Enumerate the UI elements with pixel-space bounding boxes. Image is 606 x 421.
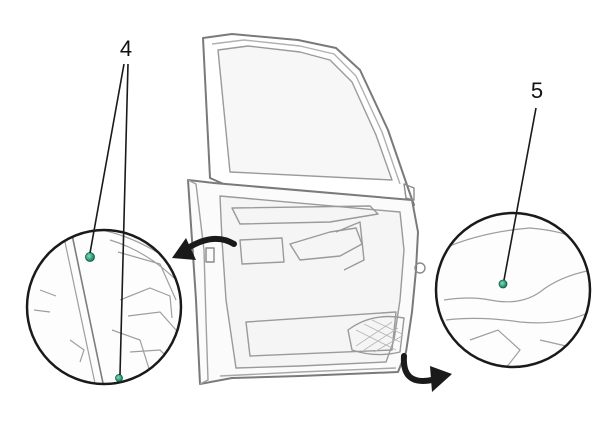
- clip-marker-upper: [85, 252, 95, 262]
- clip-marker-lower: [115, 374, 123, 382]
- detail-circle-right: [434, 211, 592, 369]
- armrest: [231, 205, 379, 225]
- lower-seal: [219, 367, 397, 377]
- lock-striker: [414, 262, 426, 274]
- window-switch-panel: [239, 237, 285, 265]
- door-edge: [187, 179, 209, 385]
- clip-marker-right: [498, 279, 508, 289]
- window-glass: [217, 45, 393, 181]
- speaker-grille: [347, 315, 405, 356]
- leader-4-upper: [89, 63, 125, 254]
- detail-view-right: [434, 211, 592, 369]
- leader-lines: [89, 63, 537, 376]
- callout-5: 5: [531, 78, 543, 103]
- leader-5: [503, 107, 537, 281]
- door-illustration: [187, 33, 426, 385]
- detail-circle-left: [25, 228, 183, 386]
- curved-arrow-right: [400, 353, 452, 392]
- door-pocket: [245, 311, 397, 357]
- detail-view-left: [25, 228, 183, 386]
- hinge: [205, 247, 215, 263]
- grab-handle: [335, 221, 365, 271]
- window-inner-line: [211, 39, 401, 185]
- leader-4-lower: [119, 63, 129, 376]
- mirror-mount: [403, 183, 415, 201]
- curved-arrow-left: [172, 235, 237, 260]
- callout-4: 4: [120, 36, 132, 61]
